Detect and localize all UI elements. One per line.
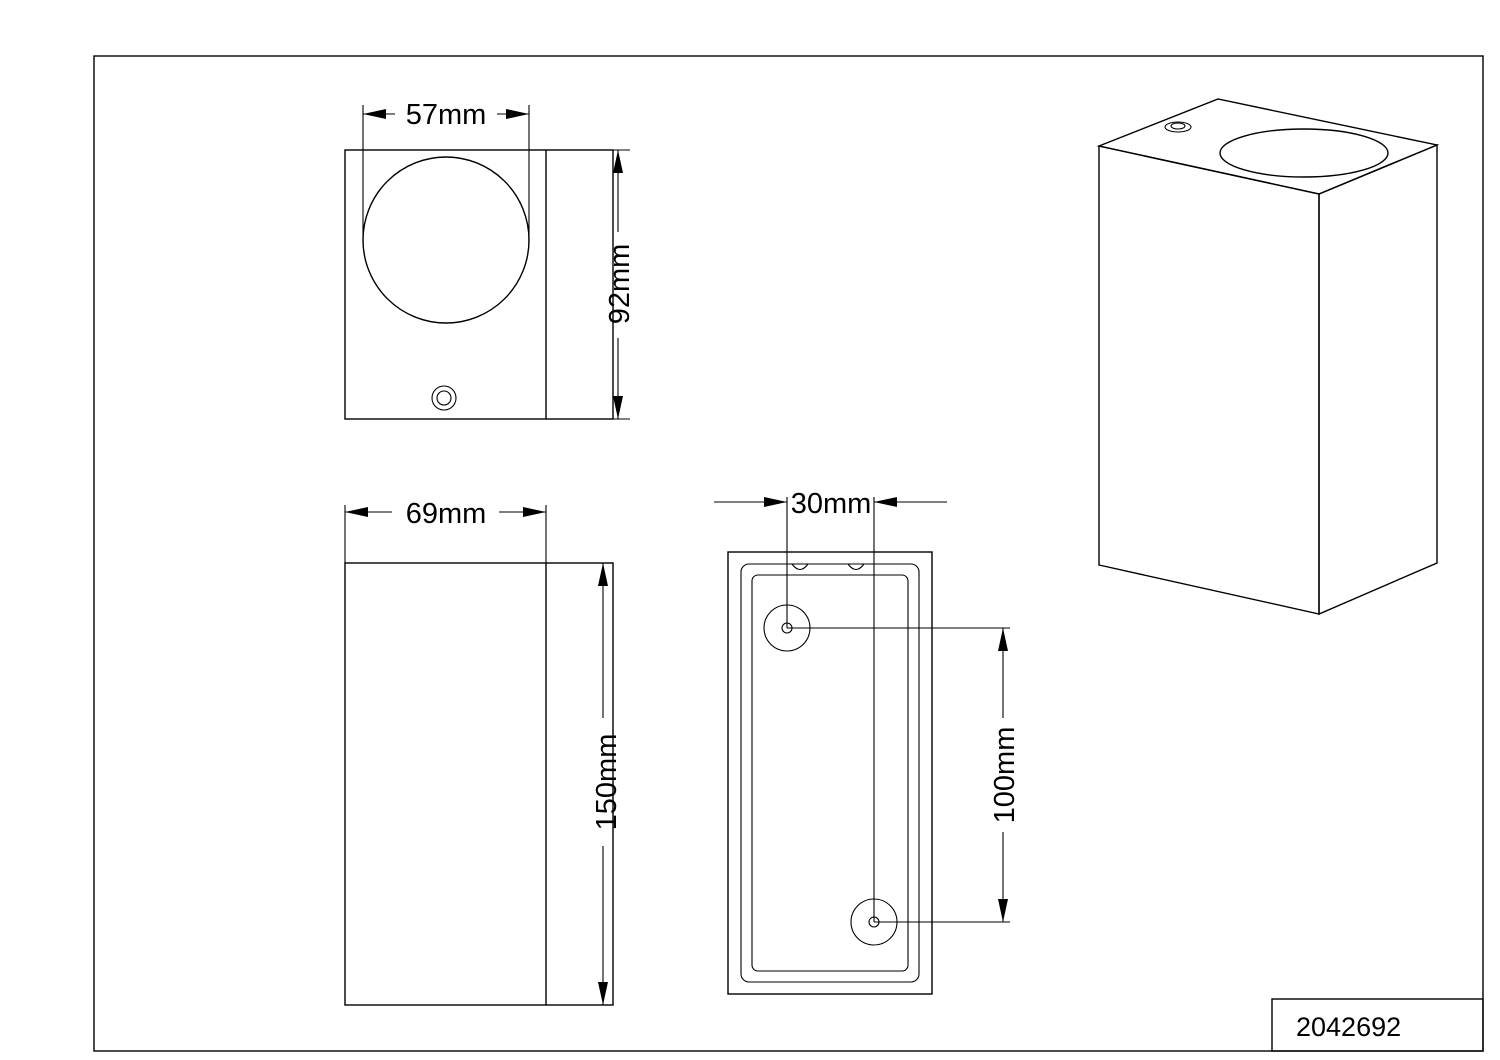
dim-57-arrow-left: [363, 109, 386, 119]
side-view-outline: [344, 562, 614, 1006]
iso-top-face: [1096, 98, 1440, 195]
dim-92-label: 92mm: [604, 244, 636, 325]
dim-100-arrow-top: [998, 628, 1008, 651]
dim-69-arrow-left: [345, 507, 368, 517]
dim-92-arrow-top: [613, 150, 623, 173]
drawing-frame: [93, 55, 1484, 1052]
dim-69-label: 69mm: [406, 498, 487, 530]
cable-notch-left: [791, 563, 809, 571]
product-number: 2042692: [1296, 1012, 1401, 1042]
back-view-mounting-plate: [751, 574, 909, 972]
iso-front-face: [1098, 145, 1320, 615]
sensor-outer-circle: [431, 385, 457, 411]
dim-69-arrow-right: [523, 507, 546, 517]
dim-30-arrow-right: [874, 497, 897, 507]
dim-150-label: 150mm: [591, 734, 623, 831]
cable-notch-right: [847, 563, 865, 571]
isometric-view: [1096, 98, 1440, 616]
iso-sensor-inner: [1170, 122, 1186, 130]
iso-sensor-outer: [1164, 121, 1192, 133]
dim-57-arrow-right: [506, 109, 529, 119]
front-view-outline: [344, 149, 614, 420]
back-view-outer-outline: [727, 551, 933, 995]
dim-100-arrow-bottom: [998, 899, 1008, 922]
iso-side-face: [1318, 143, 1438, 616]
iso-lens-ellipse: [1219, 128, 1389, 178]
dim-30-arrow-left: [764, 497, 787, 507]
front-view: 57mm 92mm: [344, 99, 636, 420]
dim-100-label: 100mm: [989, 727, 1021, 824]
back-view-inner-frame: [740, 563, 920, 983]
back-view: 30mm 100mm: [714, 488, 1021, 995]
dim-150-arrow-bottom: [598, 982, 608, 1005]
dim-30-label: 30mm: [791, 488, 872, 520]
lens-circle: [362, 156, 530, 324]
title-block: 2042692: [1271, 998, 1484, 1052]
side-view: 69mm 150mm: [344, 498, 623, 1006]
dim-150-arrow-top: [598, 563, 608, 586]
dim-92-arrow-bottom: [613, 396, 623, 419]
dim-57-label: 57mm: [406, 99, 487, 131]
title-block-box: [1271, 998, 1484, 1052]
sensor-inner-circle: [436, 390, 452, 406]
